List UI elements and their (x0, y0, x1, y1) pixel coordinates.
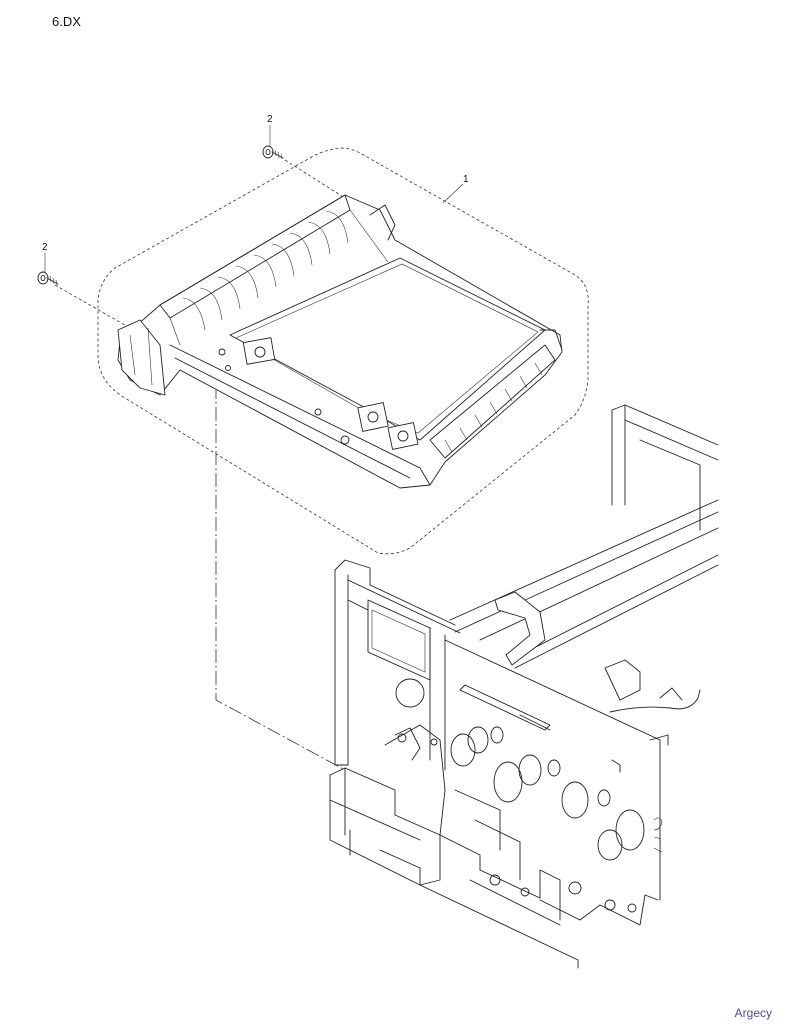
screw-upper-icon (262, 145, 284, 160)
callout-2-upper-label: 2 (267, 114, 273, 125)
screw-upper-axis (284, 159, 346, 199)
alignment-line (215, 385, 346, 771)
duplex-unit-drawing (117, 194, 563, 489)
callout-1-leader (442, 183, 464, 204)
printer-frame-drawing (329, 404, 719, 969)
assembly-boundary (97, 147, 589, 555)
screw-left-icon (37, 271, 59, 286)
callout-1-label: 1 (463, 174, 469, 185)
screw-left-axis (54, 284, 131, 329)
brand-watermark: Argecy (734, 1006, 772, 1020)
section-label: 6.DX (52, 14, 81, 29)
callout-2-left-label: 2 (42, 242, 48, 253)
